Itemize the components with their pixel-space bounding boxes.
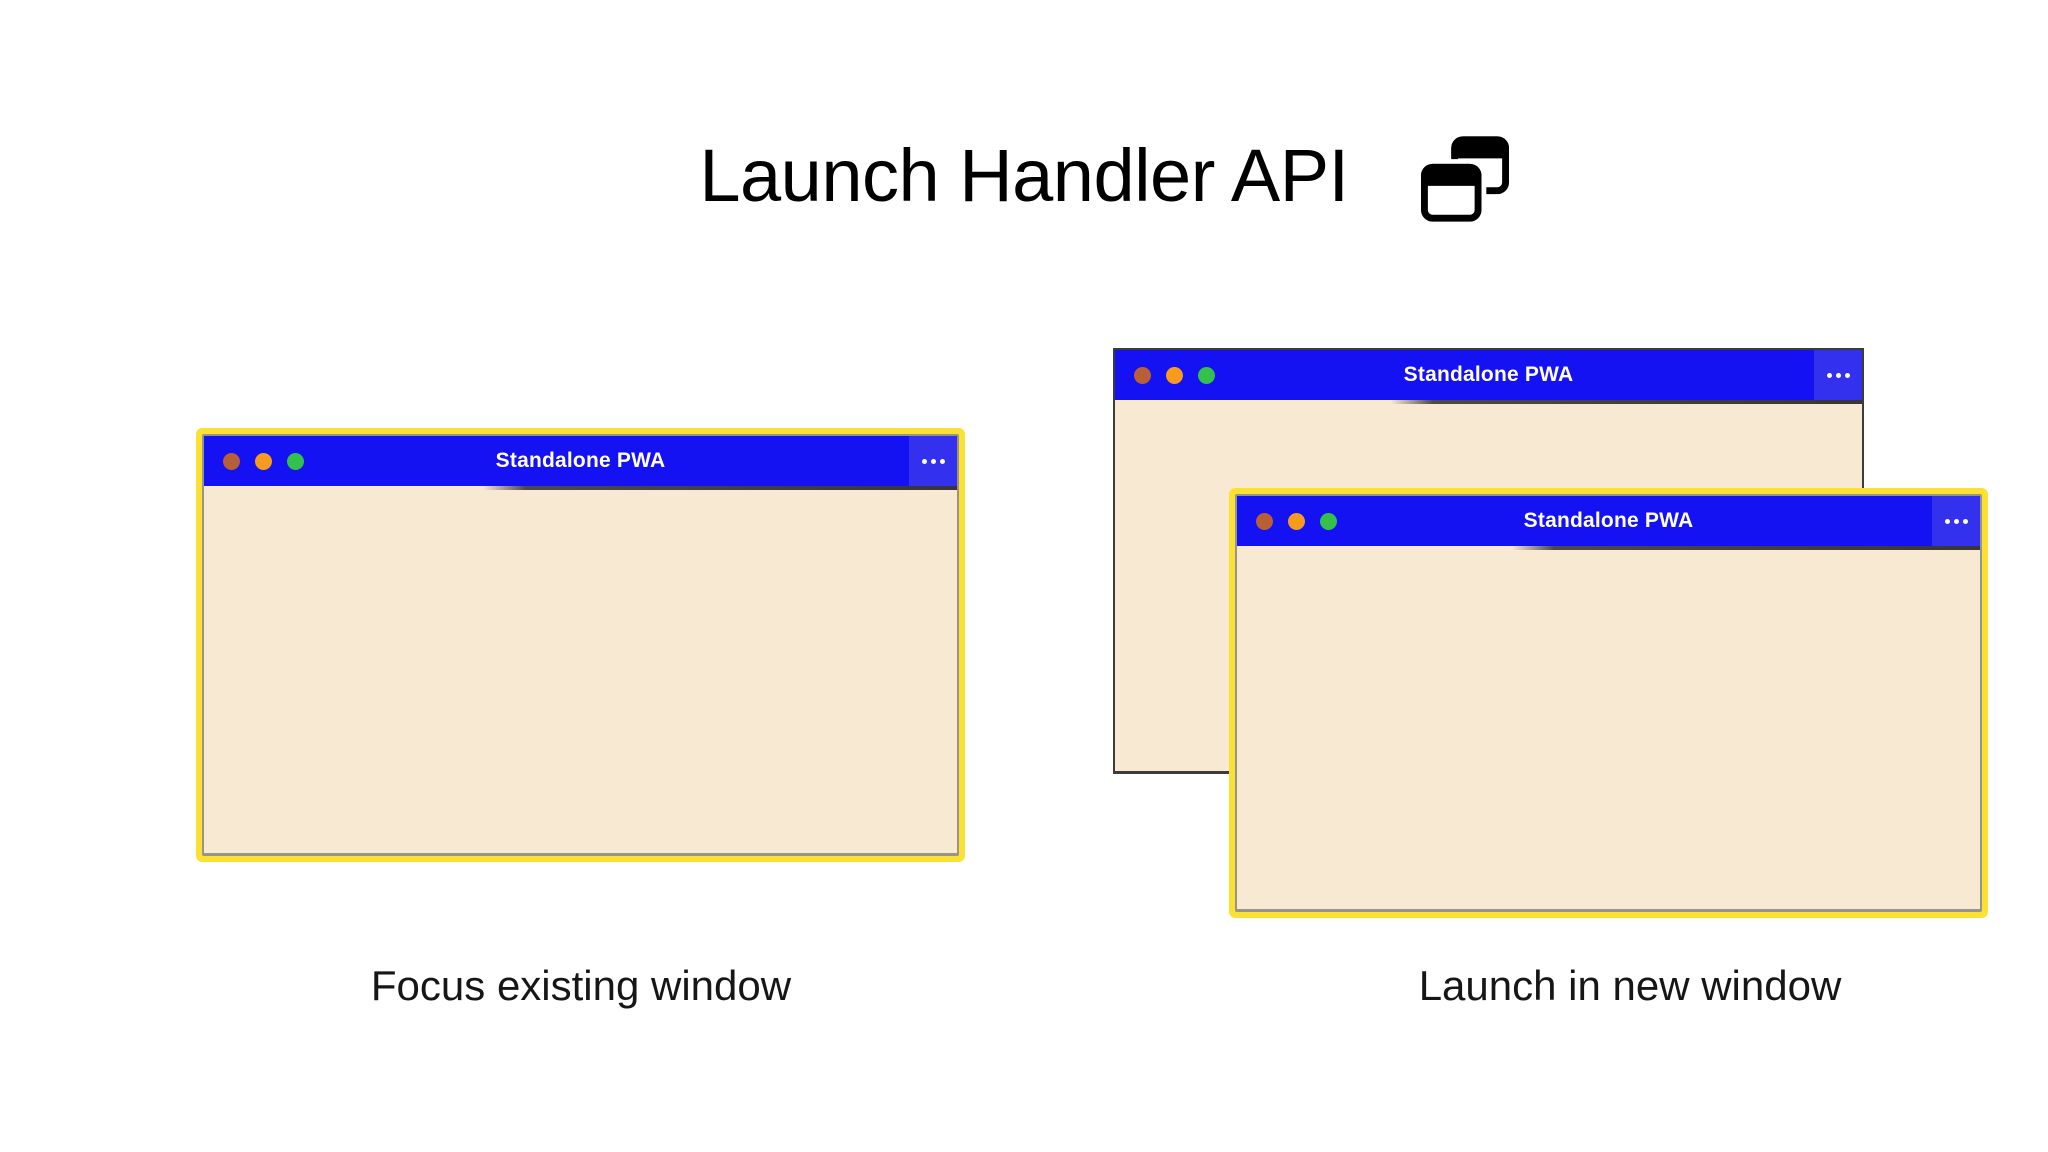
window-title: Standalone PWA: [495, 449, 666, 472]
maximize-button[interactable]: [1198, 366, 1215, 384]
menu-dot: [930, 458, 936, 464]
more-menu-button[interactable]: [1814, 350, 1862, 400]
menu-dot: [1844, 372, 1850, 378]
window-content: [204, 486, 957, 853]
minimize-button[interactable]: [255, 452, 272, 470]
window-titlebar[interactable]: Standalone PWA: [1115, 350, 1862, 404]
close-button[interactable]: [223, 452, 240, 470]
menu-dot: [921, 458, 927, 464]
page-title: Launch Handler API: [699, 134, 1349, 217]
overlapping-windows-icon: [1421, 136, 1509, 222]
window-title: Standalone PWA: [1523, 509, 1694, 532]
menu-dot: [1962, 518, 1968, 524]
pwa-window-new: Standalone PWA: [1235, 494, 1982, 912]
window-titlebar[interactable]: Standalone PWA: [1237, 496, 1980, 550]
menu-dot: [1835, 372, 1841, 378]
window-content: [1237, 546, 1980, 909]
minimize-button[interactable]: [1166, 366, 1183, 384]
window-titlebar[interactable]: Standalone PWA: [204, 436, 957, 490]
minimize-button[interactable]: [1288, 512, 1305, 530]
close-button[interactable]: [1134, 366, 1151, 384]
traffic-lights: [223, 452, 304, 470]
menu-dot: [1826, 372, 1832, 378]
close-button[interactable]: [1256, 512, 1273, 530]
more-menu-button[interactable]: [1932, 496, 1980, 546]
pwa-window-existing: Standalone PWA: [202, 434, 959, 856]
menu-dot: [1953, 518, 1959, 524]
caption-focus-existing-window: Focus existing window: [370, 962, 792, 1009]
menu-dot: [939, 458, 945, 464]
more-menu-button[interactable]: [909, 436, 957, 486]
menu-dot: [1944, 518, 1950, 524]
window-title: Standalone PWA: [1403, 363, 1574, 386]
traffic-lights: [1256, 512, 1337, 530]
maximize-button[interactable]: [287, 452, 304, 470]
caption-launch-in-new-window: Launch in new window: [1418, 962, 1842, 1009]
maximize-button[interactable]: [1320, 512, 1337, 530]
traffic-lights: [1134, 366, 1215, 384]
